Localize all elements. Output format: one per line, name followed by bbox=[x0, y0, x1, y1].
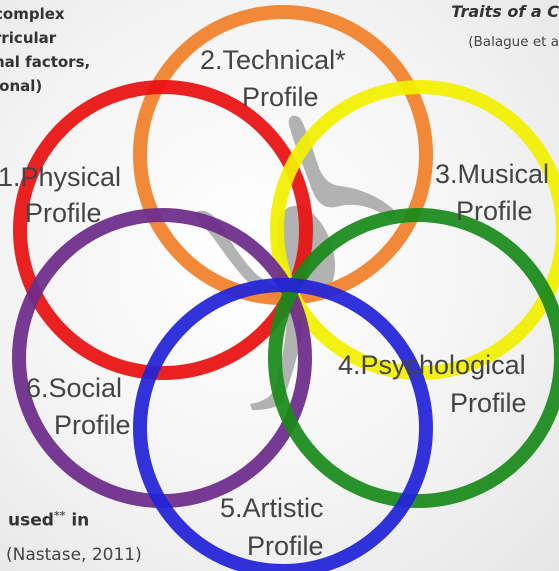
physical-label-line2: Profile bbox=[25, 198, 102, 228]
intro-line: rricular bbox=[0, 29, 57, 47]
used-in-text: used** in bbox=[8, 509, 89, 531]
social-label-line2: Profile bbox=[54, 410, 131, 440]
used-word: used bbox=[8, 510, 54, 531]
technical-label-line1: 2.Technical* bbox=[200, 45, 346, 75]
psychological-label-line1: 4.Psychological bbox=[338, 350, 526, 380]
artistic-label-line2: Profile bbox=[247, 531, 324, 561]
social-label-line1: 6.Social bbox=[26, 373, 122, 403]
musical-label-line1: 3.Musical bbox=[435, 159, 549, 189]
nastase-reference: (Nastase, 2011) bbox=[6, 545, 142, 565]
intro-line: ional) bbox=[0, 77, 43, 95]
psychological-label-line2: Profile bbox=[450, 388, 527, 418]
used-in-word: in bbox=[65, 510, 90, 531]
ring-psychological bbox=[268, 208, 559, 508]
intro-line: nal factors, bbox=[0, 53, 91, 71]
musical-label-line2: Profile bbox=[456, 196, 533, 226]
artistic-label-line1: 5.Artistic bbox=[220, 493, 324, 523]
ring-artistic bbox=[133, 278, 433, 571]
intro-line: complex bbox=[0, 5, 65, 23]
physical-label-line1: 1.Physical bbox=[0, 162, 121, 192]
traits-reference: (Balague et a bbox=[468, 34, 559, 50]
intro-text: complex rricular nal factors, ional) bbox=[0, 2, 90, 98]
traits-title: Traits of a C bbox=[451, 2, 559, 21]
used-footnote-mark: ** bbox=[53, 509, 66, 522]
ring-physical bbox=[13, 80, 313, 380]
technical-label-line2: Profile bbox=[242, 82, 319, 112]
